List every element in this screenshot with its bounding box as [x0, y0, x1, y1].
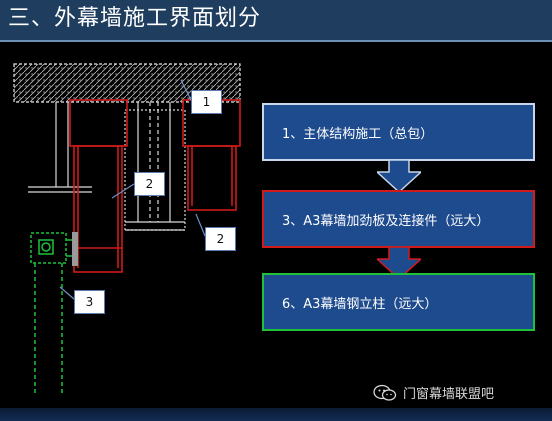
title-underline	[0, 40, 552, 42]
flow-box-stiffener: 3、A3幕墙加劲板及连接件（远大）	[262, 190, 535, 248]
watermark-text: 门窗幕墙联盟吧	[403, 387, 495, 402]
title-bar: 三、外幕墙施工界面划分	[0, 0, 552, 40]
callout-2-right: 2	[205, 227, 236, 251]
flow-box-main-structure: 1、主体结构施工（总包）	[262, 103, 535, 161]
callout-2-left: 2	[134, 172, 165, 196]
watermark: 门窗幕墙联盟吧	[373, 383, 494, 402]
callout-1: 1	[191, 90, 222, 114]
flow-box-steel-column: 6、A3幕墙钢立柱（远大）	[262, 273, 535, 331]
bottom-band	[0, 408, 552, 421]
steel-beam	[28, 102, 186, 231]
down-arrow-icon	[377, 160, 421, 192]
down-arrow-icon	[377, 247, 421, 279]
steel-column	[30, 232, 74, 395]
embed-plate	[72, 232, 78, 266]
callout-3: 3	[74, 290, 105, 314]
slide-title: 三、外幕墙施工界面划分	[8, 6, 262, 31]
callout-leaders	[59, 79, 206, 300]
wechat-icon	[373, 384, 397, 401]
